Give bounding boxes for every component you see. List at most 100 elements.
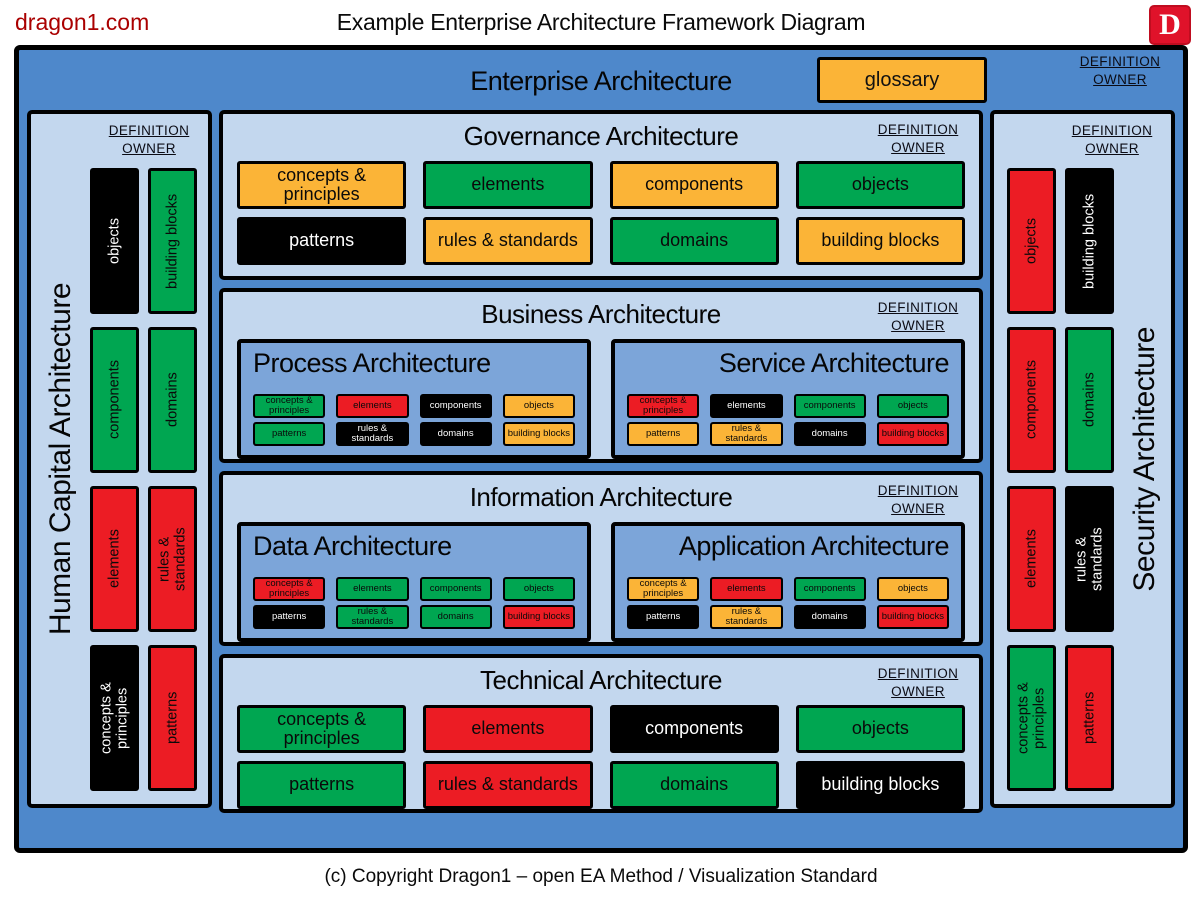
glossary-button[interactable]: glossary bbox=[817, 57, 987, 103]
block-domains: domains bbox=[793, 422, 866, 446]
block-concepts-principles: concepts & principles bbox=[1007, 645, 1056, 791]
definition-owner-link-business[interactable]: DEFINITION OWNER bbox=[877, 300, 959, 334]
block-elements: elements bbox=[710, 394, 783, 418]
technical-architecture-section: DEFINITION OWNER Technical Architecture … bbox=[219, 654, 983, 813]
governance-architecture-section: DEFINITION OWNER Governance Architecture… bbox=[219, 110, 983, 280]
block-patterns: patterns bbox=[1065, 645, 1114, 791]
block-components: components bbox=[793, 577, 866, 601]
definition-owner-link-governance[interactable]: DEFINITION OWNER bbox=[877, 122, 959, 156]
block-building-blocks: building blocks bbox=[502, 422, 575, 446]
process-architecture-title: Process Architecture bbox=[253, 348, 491, 378]
copyright-text: (c) Copyright Dragon1 – open EA Method /… bbox=[324, 865, 878, 887]
frame-body: DEFINITION OWNER Human Capital Architect… bbox=[27, 110, 1175, 813]
block-building-blocks: building blocks bbox=[795, 761, 965, 809]
block-elements: elements bbox=[336, 394, 409, 418]
block-elements: elements bbox=[1007, 486, 1056, 632]
block-building-blocks: building blocks bbox=[795, 217, 965, 265]
block-building-blocks: building blocks bbox=[876, 605, 949, 629]
definition-owner-link-enterprise[interactable]: DEFINITION OWNER bbox=[1079, 54, 1161, 88]
dragon1-logo: D bbox=[1149, 5, 1191, 45]
block-elements: elements bbox=[710, 577, 783, 601]
human-capital-architecture-title: Human Capital Architecture bbox=[44, 282, 77, 636]
dragon1-brand-link[interactable]: dragon1.com bbox=[15, 9, 150, 35]
block-patterns: patterns bbox=[148, 645, 197, 791]
information-architecture-section: DEFINITION OWNER Information Architectur… bbox=[219, 471, 983, 646]
block-patterns: patterns bbox=[253, 605, 326, 629]
diagram-title: Example Enterprise Architecture Framewor… bbox=[336, 9, 866, 35]
block-objects: objects bbox=[876, 394, 949, 418]
block-objects: objects bbox=[795, 705, 965, 753]
center-sections: DEFINITION OWNER Governance Architecture… bbox=[219, 110, 983, 813]
enterprise-architecture-header: Enterprise Architecture glossary DEFINIT… bbox=[19, 50, 1183, 108]
definition-owner-link-human-capital[interactable]: DEFINITION OWNER bbox=[108, 123, 190, 157]
block-concepts-principles: concepts & principles bbox=[237, 705, 407, 753]
business-architecture-section: DEFINITION OWNER Business Architecture P… bbox=[219, 288, 983, 463]
information-subpanels: Data Architecture concepts & principles e… bbox=[237, 522, 965, 642]
service-architecture-title: Service Architecture bbox=[718, 348, 950, 378]
block-patterns: patterns bbox=[237, 217, 407, 265]
block-building-blocks: building blocks bbox=[876, 422, 949, 446]
block-concepts-principles: concepts & principles bbox=[253, 577, 326, 601]
information-architecture-title: Information Architecture bbox=[469, 482, 733, 512]
enterprise-architecture-title: Enterprise Architecture bbox=[470, 66, 732, 96]
block-domains: domains bbox=[419, 422, 492, 446]
block-components: components bbox=[609, 161, 779, 209]
block-concepts-principles: concepts & principles bbox=[627, 394, 700, 418]
block-domains: domains bbox=[419, 605, 492, 629]
block-elements: elements bbox=[90, 486, 139, 632]
block-concepts-principles: concepts & principles bbox=[90, 645, 139, 791]
data-architecture-panel: Data Architecture concepts & principles e… bbox=[237, 522, 591, 642]
block-elements: elements bbox=[423, 705, 593, 753]
page-header: dragon1.com Example Enterprise Architect… bbox=[0, 0, 1202, 45]
security-architecture-panel: DEFINITION OWNER Security Architecture o… bbox=[990, 110, 1175, 808]
human-capital-architecture-panel: DEFINITION OWNER Human Capital Architect… bbox=[27, 110, 212, 808]
data-blocks: concepts & principles elements components o… bbox=[253, 577, 575, 629]
block-objects: objects bbox=[1007, 168, 1056, 314]
block-rules-standards: rules & standards bbox=[336, 422, 409, 446]
definition-owner-link-technical[interactable]: DEFINITION OWNER bbox=[877, 666, 959, 700]
block-objects: objects bbox=[502, 394, 575, 418]
block-concepts-principles: concepts & principles bbox=[237, 161, 407, 209]
block-components: components bbox=[609, 705, 779, 753]
block-patterns: patterns bbox=[627, 605, 700, 629]
governance-architecture-title: Governance Architecture bbox=[463, 121, 739, 151]
process-architecture-panel: Process Architecture concepts & principl… bbox=[237, 339, 591, 459]
security-architecture-title: Security Architecture bbox=[1128, 326, 1161, 592]
block-components: components bbox=[793, 394, 866, 418]
technical-architecture-title: Technical Architecture bbox=[480, 665, 722, 695]
business-architecture-title: Business Architecture bbox=[481, 299, 721, 329]
block-objects: objects bbox=[502, 577, 575, 601]
block-domains: domains bbox=[793, 605, 866, 629]
block-elements: elements bbox=[336, 577, 409, 601]
block-rules-standards: rules & standards bbox=[710, 605, 783, 629]
block-domains: domains bbox=[1065, 327, 1114, 473]
copyright-footer: (c) Copyright Dragon1 – open EA Method /… bbox=[0, 853, 1202, 900]
block-components: components bbox=[1007, 327, 1056, 473]
security-title-wrap: Security Architecture bbox=[1121, 114, 1169, 804]
human-capital-title-wrap: Human Capital Architecture bbox=[37, 114, 85, 804]
application-architecture-title: Application Architecture bbox=[678, 531, 950, 561]
enterprise-architecture-frame: Enterprise Architecture glossary DEFINIT… bbox=[14, 45, 1188, 853]
block-rules-standards: rules & standards bbox=[336, 605, 409, 629]
data-architecture-title: Data Architecture bbox=[253, 531, 452, 561]
block-concepts-principles: concepts & principles bbox=[627, 577, 700, 601]
block-components: components bbox=[419, 394, 492, 418]
logo-letter: D bbox=[1159, 8, 1181, 41]
block-elements: elements bbox=[423, 161, 593, 209]
block-rules-standards: rules & standards bbox=[1065, 486, 1114, 632]
block-components: components bbox=[419, 577, 492, 601]
block-rules-standards: rules & standards bbox=[148, 486, 197, 632]
definition-owner-link-security[interactable]: DEFINITION OWNER bbox=[1071, 123, 1153, 157]
block-domains: domains bbox=[148, 327, 197, 473]
definition-owner-link-information[interactable]: DEFINITION OWNER bbox=[877, 483, 959, 517]
block-building-blocks: building blocks bbox=[502, 605, 575, 629]
technical-blocks: concepts & principles elements components o… bbox=[237, 705, 965, 809]
block-domains: domains bbox=[609, 217, 779, 265]
block-patterns: patterns bbox=[253, 422, 326, 446]
service-blocks: concepts & principles elements components o… bbox=[627, 394, 949, 446]
block-rules-standards: rules & standards bbox=[423, 217, 593, 265]
